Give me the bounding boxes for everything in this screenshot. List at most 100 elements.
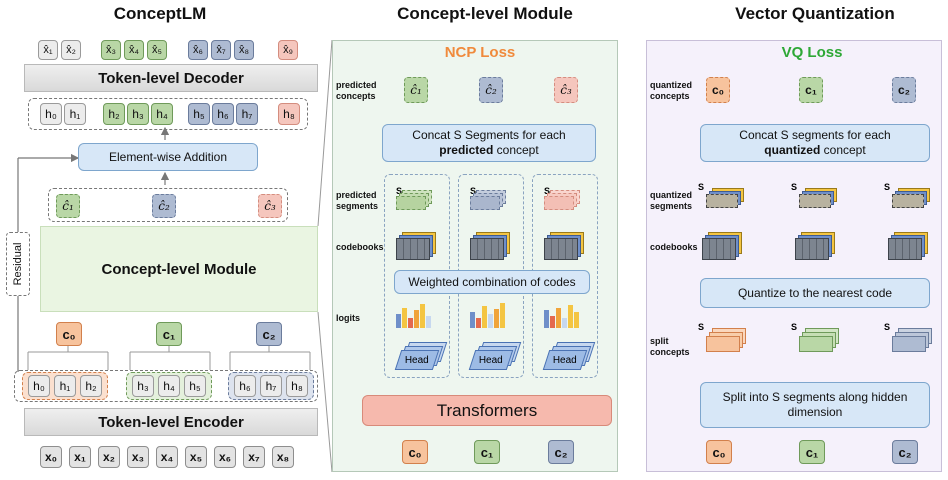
logits-label: logits [336, 313, 360, 323]
concept-token: c₂ [892, 440, 918, 464]
codebook-layer [795, 238, 829, 260]
decoder-output-token: x̂₇ [211, 40, 231, 60]
input-token: x₂ [98, 446, 120, 468]
segment-layer [799, 194, 831, 208]
hidden-state-token: h₁ [54, 375, 76, 397]
hidden-state-token: h₃ [127, 103, 149, 125]
concat-predicted-text: Concat S Segments for each [412, 128, 566, 142]
concat-predicted-bold: predicted [439, 143, 494, 157]
head-block: Head [542, 350, 588, 370]
quantized-concept: c₁ [799, 77, 823, 103]
hidden-state-token: h₅ [188, 103, 210, 125]
concept-token: c₀ [402, 440, 428, 464]
residual-label: Residual [12, 242, 24, 286]
predicted-segments-label: predicted segments [336, 190, 379, 211]
input-token: x₇ [243, 446, 265, 468]
s-label: S [791, 322, 798, 332]
quantized-concept: c₀ [706, 77, 730, 103]
decoder-output-token: x̂₈ [234, 40, 254, 60]
hidden-state-token: h₈ [286, 375, 308, 397]
hidden-state-token: h₀ [28, 375, 50, 397]
decoder-output-token: x̂₆ [188, 40, 208, 60]
decoder-output-token: x̂₂ [61, 40, 81, 60]
token-level-encoder: Token-level Encoder [24, 408, 318, 436]
s-label: S [396, 186, 403, 196]
vq-loss-label: VQ Loss [781, 44, 843, 61]
concat-quantized-suffix: concept [823, 143, 866, 157]
s-label: S [791, 182, 798, 192]
codebook-layer [888, 238, 922, 260]
logits-bars [544, 305, 579, 328]
quantized-concepts-label: quantized concepts [650, 80, 692, 101]
predicted-concept: ĉ₁ [404, 77, 428, 103]
split-layer [799, 336, 833, 352]
hidden-state-token: h₄ [151, 103, 173, 125]
weighted-combination-box: Weighted combination of codes [394, 270, 590, 294]
head-label: Head [405, 354, 429, 366]
head-block: Head [468, 350, 514, 370]
concept-token: c₂ [256, 322, 282, 346]
codebook-layer [702, 238, 736, 260]
hidden-state-token: h₇ [236, 103, 258, 125]
hidden-state-token: h₆ [234, 375, 256, 397]
concept-token: c₀ [706, 440, 732, 464]
segment-layer [892, 194, 924, 208]
concept-token: c₁ [156, 322, 182, 346]
concept-token: c₁ [799, 440, 825, 464]
predicted-concepts-group [48, 188, 288, 222]
head-label: Head [479, 354, 503, 366]
head-label: Head [553, 354, 577, 366]
s-label: S [698, 182, 705, 192]
input-token: x₁ [69, 446, 91, 468]
codebooks-label: codebooks [650, 242, 698, 252]
s-label: S [884, 182, 891, 192]
split-layer [892, 336, 926, 352]
hidden-state-token: h₄ [158, 375, 180, 397]
input-token: x₆ [214, 446, 236, 468]
segment-layer [706, 194, 738, 208]
concept-level-module-box: Concept-level Module [40, 226, 318, 312]
input-token: x₄ [156, 446, 178, 468]
codebook-layer [470, 238, 504, 260]
predicted-concepts-label: predicted concepts [336, 80, 377, 101]
logits-bars [396, 304, 431, 328]
segment-layer [470, 196, 500, 210]
split-box: Split into S segments along hidden dimen… [700, 382, 930, 428]
split-concepts-label: split concepts [650, 336, 690, 357]
decoder-output-token: x̂₉ [278, 40, 298, 60]
ncp-loss-label: NCP Loss [444, 44, 516, 61]
input-token: x₃ [127, 446, 149, 468]
predicted-concept: ĉ₂ [479, 77, 503, 103]
input-token: x₈ [272, 446, 294, 468]
predicted-concept: ĉ₁ [56, 194, 80, 218]
head-block: Head [394, 350, 440, 370]
hidden-state-token: h₆ [212, 103, 234, 125]
codebook-layer [544, 238, 578, 260]
decoder-output-token: x̂₅ [147, 40, 167, 60]
decoder-output-token: x̂₁ [38, 40, 58, 60]
segment-layer [544, 196, 574, 210]
s-label: S [884, 322, 891, 332]
concat-quantized-bold: quantized [764, 143, 821, 157]
hidden-state-token: h₈ [278, 103, 300, 125]
input-token: x₅ [185, 446, 207, 468]
codebook-layer [396, 238, 430, 260]
element-wise-addition: Element-wise Addition [78, 143, 258, 171]
residual-connection: Residual [6, 232, 30, 296]
hidden-state-token: h₅ [184, 375, 206, 397]
s-label: S [544, 186, 551, 196]
token-level-decoder: Token-level Decoder [24, 64, 318, 92]
left-panel-title: ConceptLM [113, 4, 207, 23]
concat-predicted-suffix: concept [496, 143, 539, 157]
segment-layer [396, 196, 426, 210]
s-label: S [470, 186, 477, 196]
middle-panel-title: Concept-level Module [397, 4, 573, 23]
quantized-segments-label: quantized segments [650, 190, 693, 211]
hidden-states-top-group [28, 98, 308, 130]
decoder-output-token: x̂₄ [124, 40, 144, 60]
concept-token: c₀ [56, 322, 82, 346]
hidden-state-token: h₂ [103, 103, 125, 125]
hidden-state-token: h₂ [80, 375, 102, 397]
